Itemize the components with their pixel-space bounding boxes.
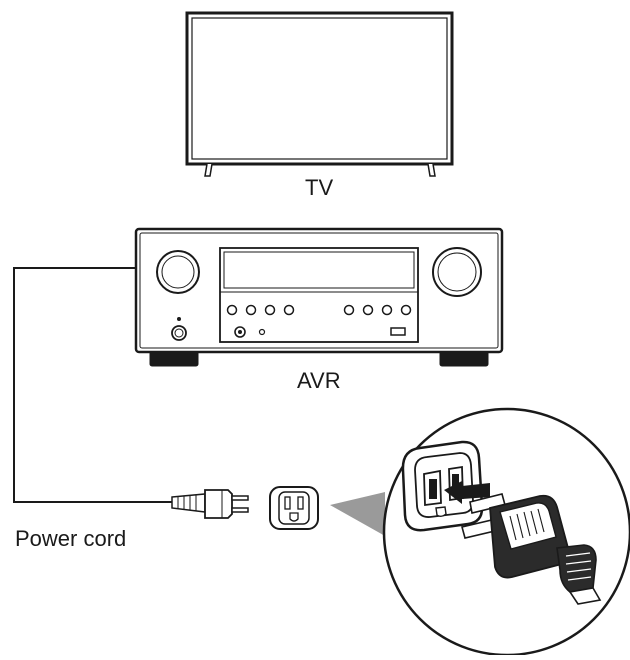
av-receiver-icon (134, 227, 504, 367)
power-cord-line (13, 267, 172, 503)
magnified-outlet-icon (382, 407, 630, 657)
power-plug-icon (171, 489, 249, 519)
power-cord-label: Power cord (15, 526, 127, 551)
avr-label: AVR (297, 368, 341, 393)
magnify-cone (330, 492, 385, 536)
tv-icon (185, 11, 454, 177)
wall-outlet-icon (269, 486, 319, 530)
tv-label: TV (305, 175, 334, 200)
